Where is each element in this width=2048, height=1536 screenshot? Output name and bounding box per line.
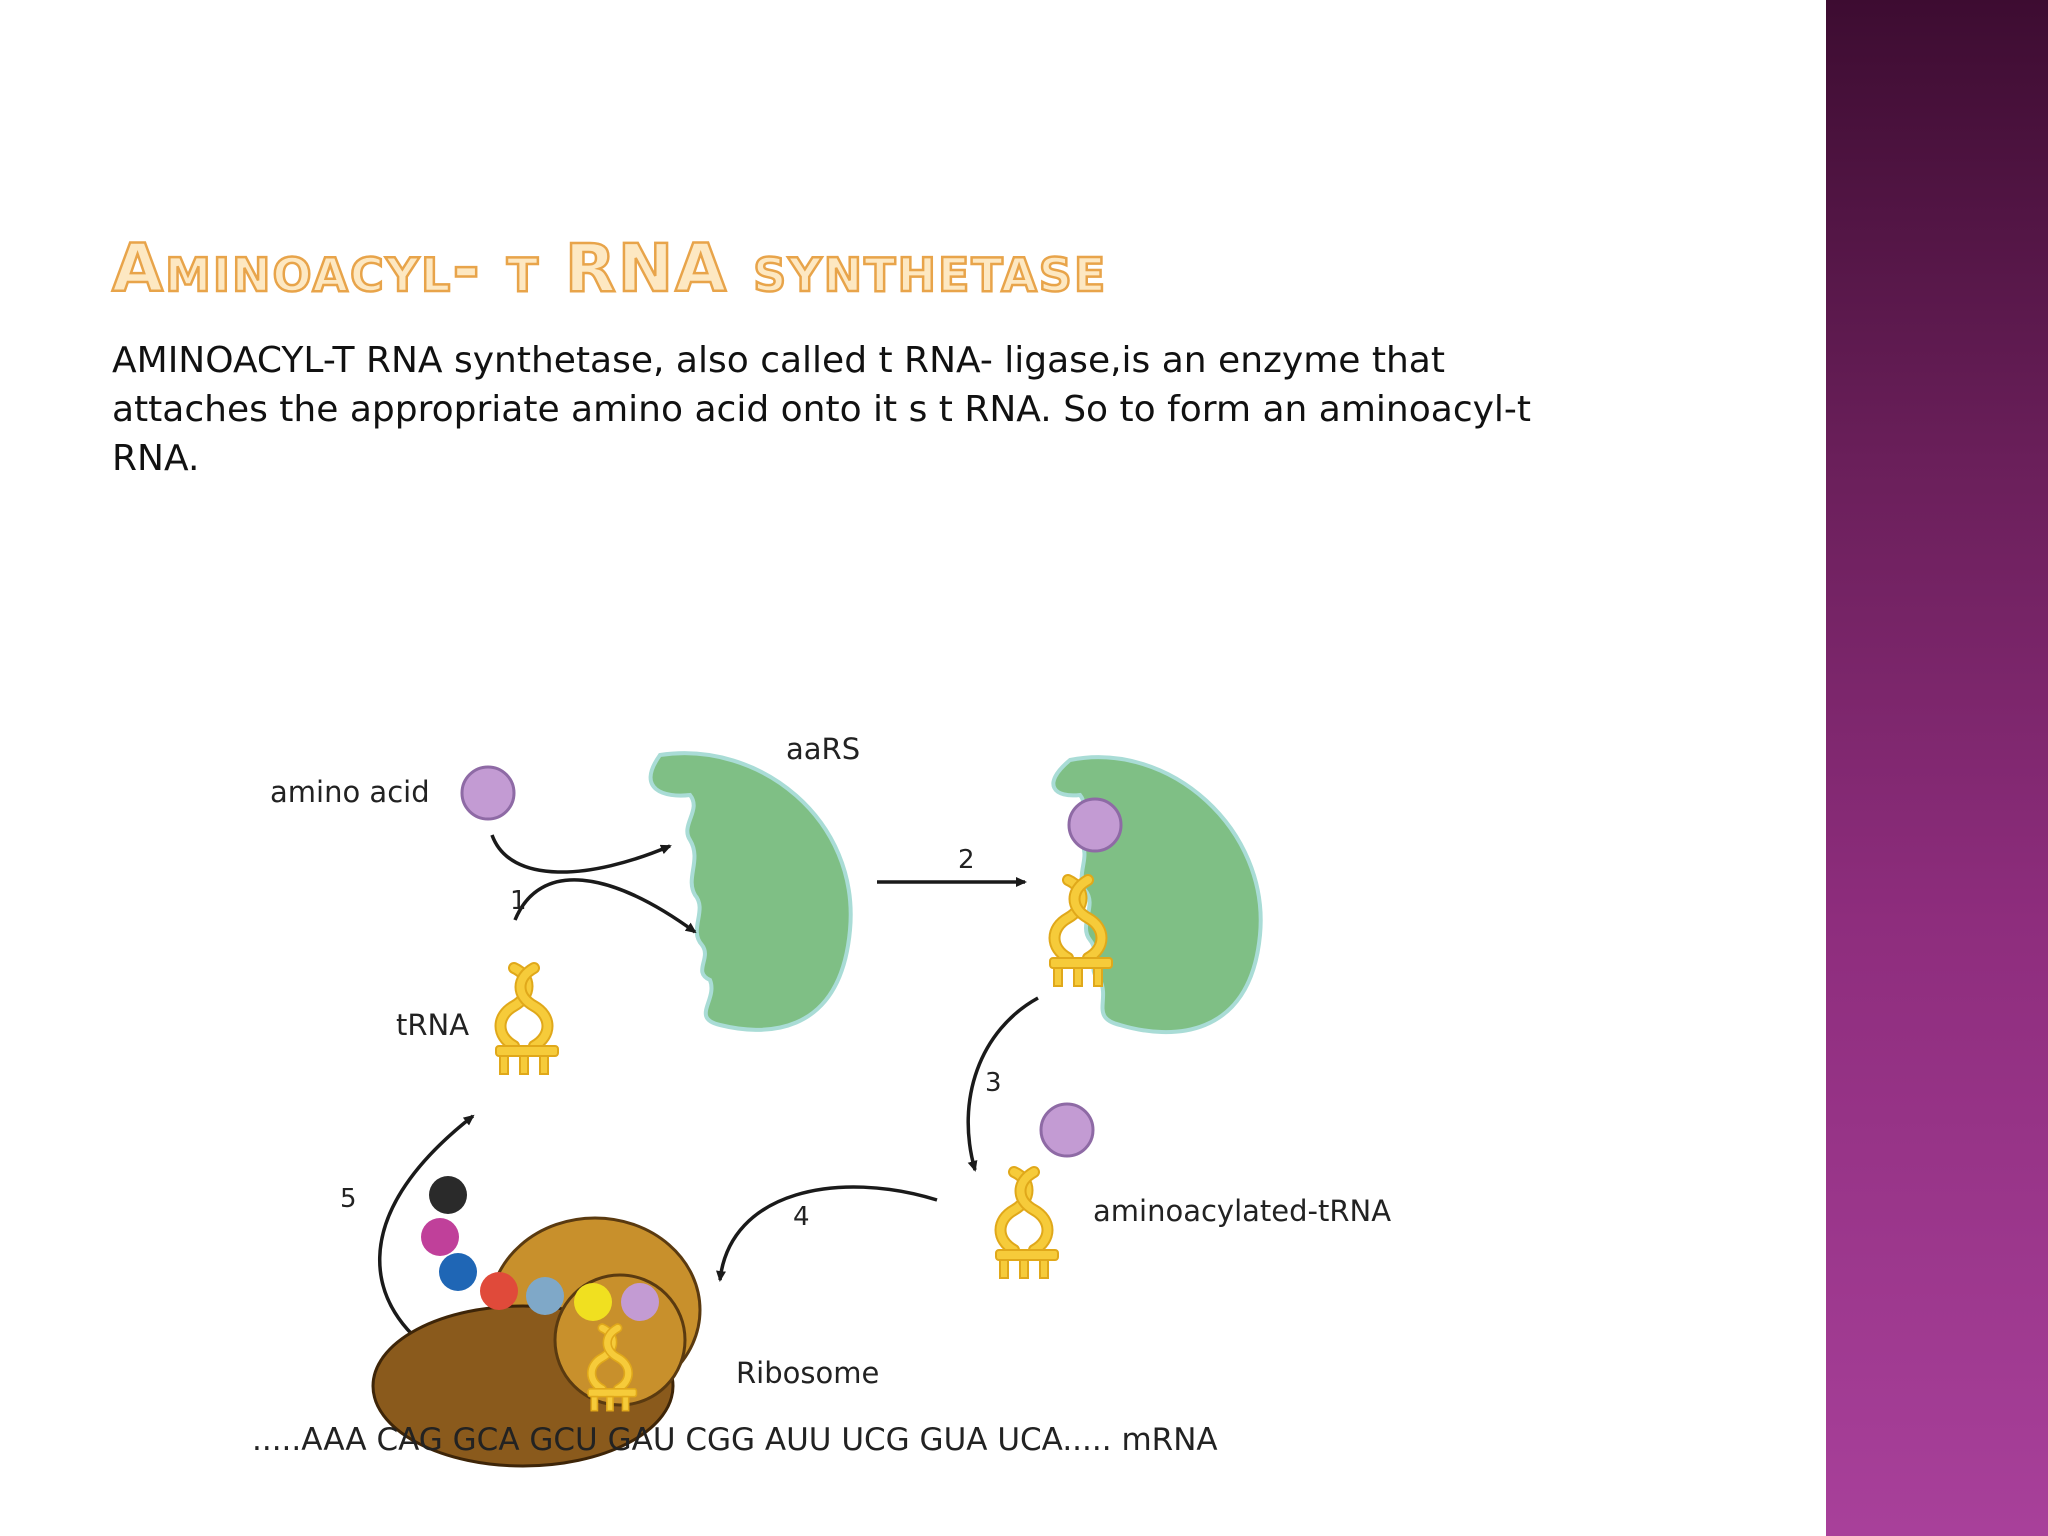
amino-acid-label: amino acid xyxy=(270,775,430,809)
slide-title: Aminoacyl- t RNA synthetase xyxy=(111,230,1108,307)
aars-enzyme-icon xyxy=(648,751,853,1032)
slide-body-text: AMINOACYL-T RNA synthetase, also called … xyxy=(112,340,1532,479)
aminoacylated-trna-label: aminoacylated-tRNA xyxy=(1093,1194,1391,1228)
charged-amino-acid-icon xyxy=(1039,1102,1095,1158)
aminoacylated-trna-icon xyxy=(996,1172,1058,1278)
step-5-label: 5 xyxy=(340,1184,357,1214)
trna-icon xyxy=(496,968,558,1074)
step-3-label: 3 xyxy=(985,1068,1002,1098)
ribosome-label: Ribosome xyxy=(736,1356,879,1390)
step-1-label: 1 xyxy=(510,886,527,916)
step-2-label: 2 xyxy=(958,845,975,875)
decorative-sidebar xyxy=(1826,0,2048,1536)
bound-amino-acid-icon xyxy=(1067,797,1123,853)
trna-charging-diagram: amino acid aaRS 1 tRNA 2 3 aminoacylated… xyxy=(252,732,1391,1468)
step-4-label: 4 xyxy=(793,1202,810,1232)
aars-label: aaRS xyxy=(786,732,860,766)
amino-acid-icon xyxy=(460,765,516,821)
trna-label: tRNA xyxy=(396,1008,469,1042)
mrna-sequence: .....AAA CAG GCA GCU GAU CGG AUU UCG GUA… xyxy=(252,1422,1218,1458)
peptide-chain-icon xyxy=(421,1176,659,1321)
